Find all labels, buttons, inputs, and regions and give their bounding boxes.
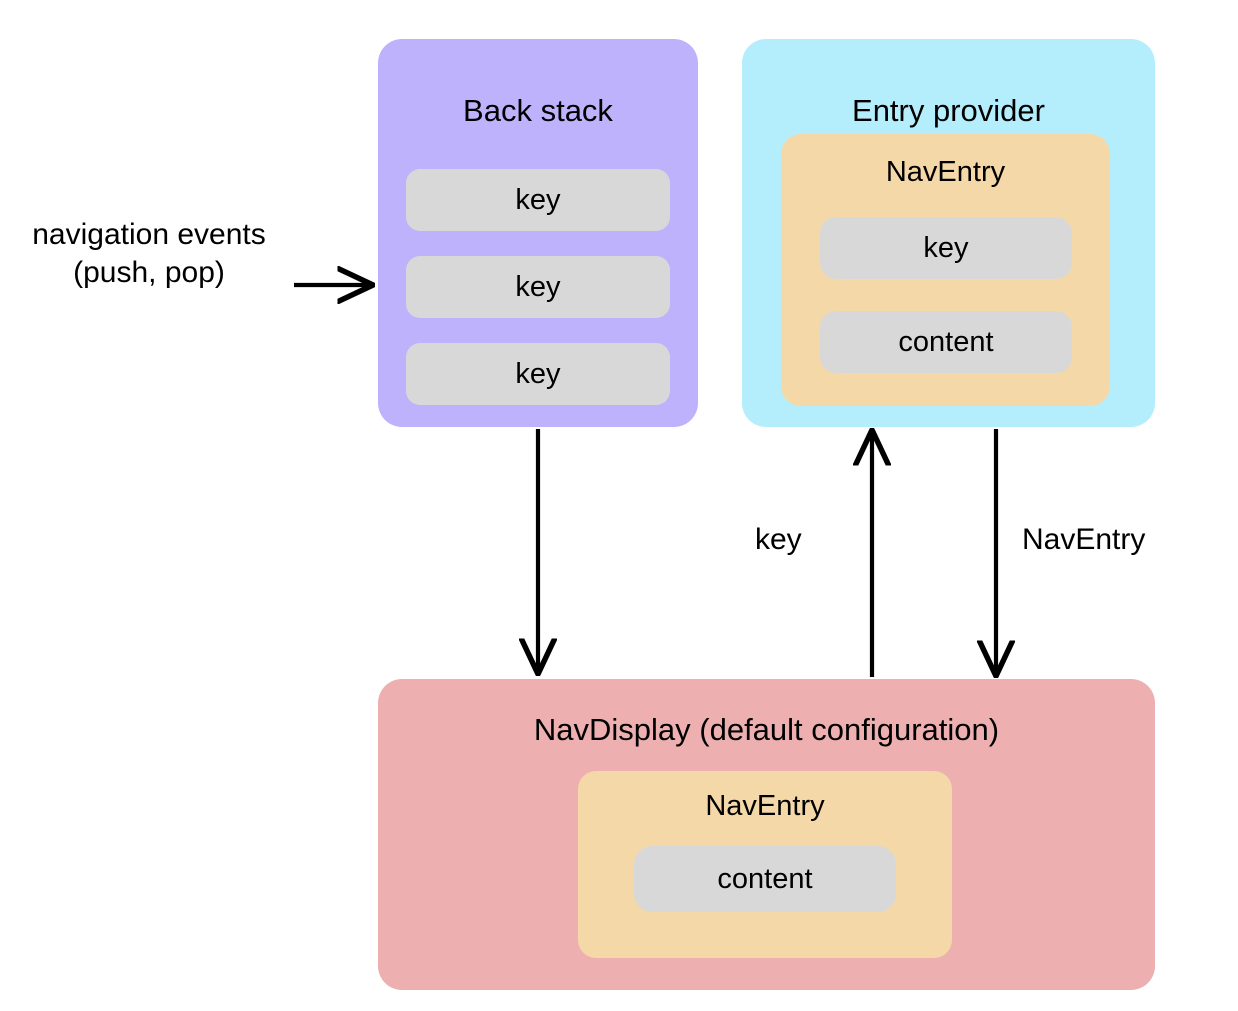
nav-entry-title: NavEntry [885, 156, 1006, 188]
back-stack-title: Back stack [463, 93, 613, 128]
entry-provider-box: Entry provider NavEntry key content [742, 39, 1155, 427]
nav-entry-title: NavEntry [705, 790, 825, 822]
nav-display-box: NavDisplay (default configuration) NavEn… [378, 679, 1155, 990]
arrow-label-nav-entry: NavEntry [1022, 523, 1146, 556]
nav-display-title: NavDisplay (default configuration) [533, 712, 1000, 747]
arrow-label-key: key [755, 523, 802, 556]
back-stack-box: Back stack key key key [378, 39, 698, 427]
entry-provider-title: Entry provider [852, 93, 1045, 128]
nav-entry-key-pill: key [820, 217, 1072, 279]
nav-entry-content-pill: content [634, 846, 896, 912]
nav-display-nav-entry-box: NavEntry content [578, 771, 952, 958]
nav-entry-content-pill: content [820, 311, 1072, 373]
back-stack-key-pill: key [406, 169, 670, 231]
back-stack-key-pill: key [406, 256, 670, 318]
entry-provider-nav-entry-box: NavEntry key content [781, 134, 1110, 406]
back-stack-key-pill: key [406, 343, 670, 405]
navigation-events-label: navigation events (push, pop) [32, 218, 266, 290]
